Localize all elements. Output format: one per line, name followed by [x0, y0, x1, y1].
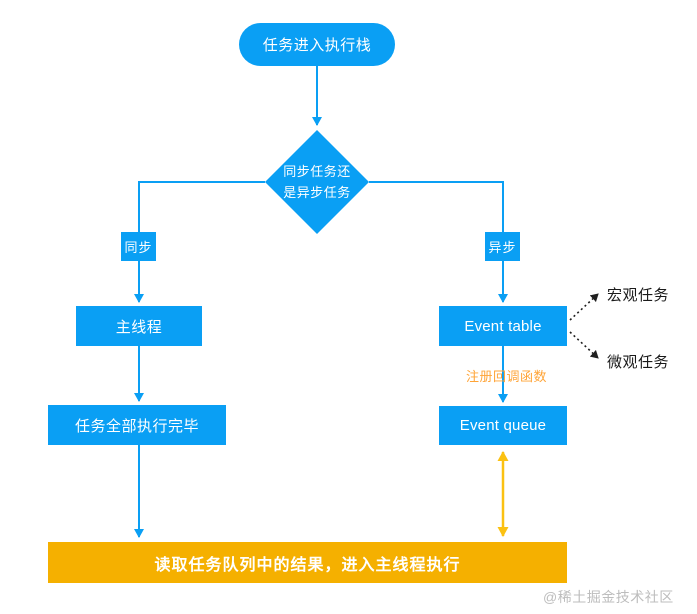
label-register-callback: 注册回调函数: [466, 369, 548, 384]
connector-event-table-to-micro-task-dashed: [569, 331, 599, 359]
node-event-queue: Event queue: [439, 406, 567, 445]
branch-label-async: 异步: [485, 232, 520, 261]
label-micro-task: 微观任务: [607, 354, 670, 371]
decision-label-line1: 同步任务还: [283, 164, 351, 179]
label-macro-task: 宏观任务: [607, 287, 670, 304]
branch-label-sync: 同步: [121, 232, 156, 261]
connector-decision-to-main-thread: [134, 181, 265, 303]
node-start: 任务进入执行栈: [239, 23, 395, 66]
watermark: @稀土掘金技术社区: [543, 589, 674, 605]
decision-label: 同步任务还 是异步任务: [257, 161, 377, 205]
node-main-thread: 主线程: [76, 306, 202, 346]
decision-diamond: [265, 130, 369, 234]
connector-decision-to-event-table: [369, 181, 508, 303]
node-event-table: Event table: [439, 306, 567, 346]
node-tasks-done: 任务全部执行完毕: [48, 405, 226, 445]
connector-event-table-to-macro-task-dashed: [569, 293, 599, 321]
node-result-bar: 读取任务队列中的结果，进入主线程执行: [48, 542, 567, 583]
decision-label-line2: 是异步任务: [283, 185, 351, 200]
